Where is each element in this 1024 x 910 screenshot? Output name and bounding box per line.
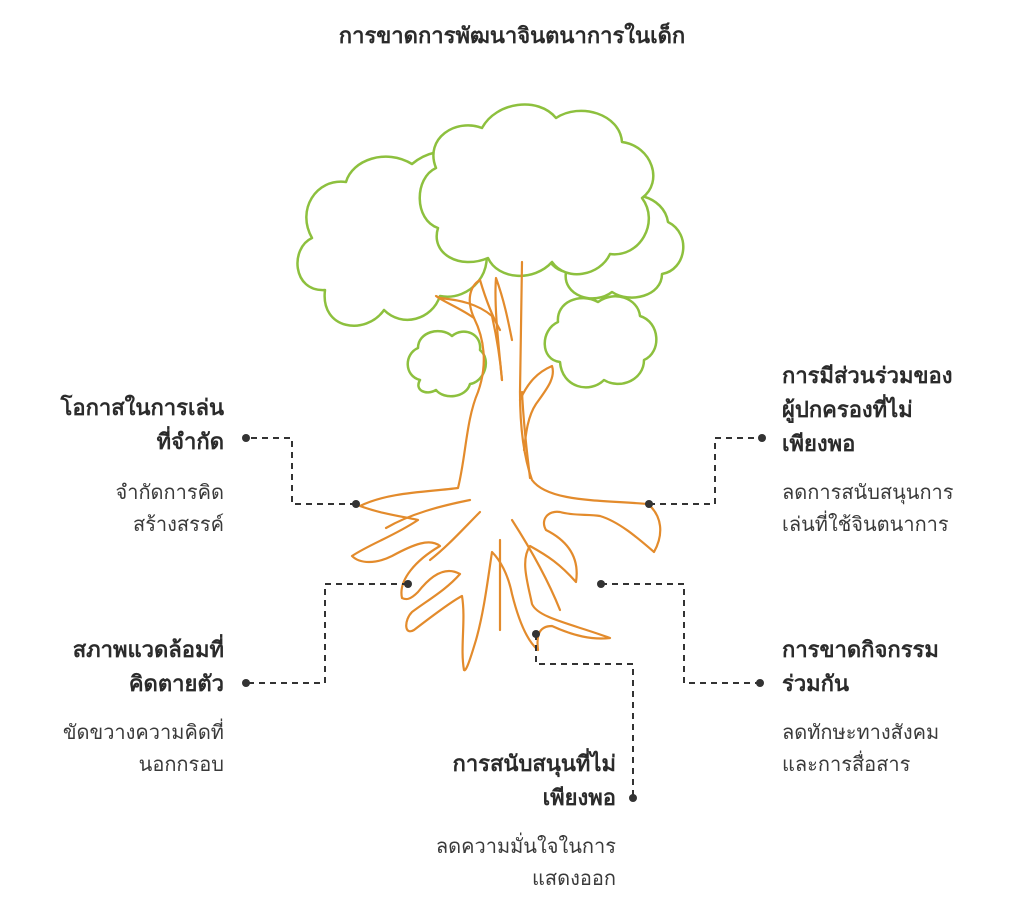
- dot-root-4: [645, 500, 653, 508]
- diagram-title: การขาดการพัฒนาจินตนาการในเด็ก: [338, 24, 686, 49]
- cause-desc-insufficient-support: ลดความมั่นใจในการ แสดงออก: [435, 834, 616, 890]
- tree-canopy: [296, 103, 685, 398]
- trunk: [350, 260, 662, 672]
- connector-lack-activities: [601, 583, 760, 684]
- root-strand-4: [510, 518, 562, 612]
- dot-root-1: [352, 500, 360, 508]
- canopy-mid-cloud: [543, 295, 658, 389]
- dot-label-3: [629, 794, 637, 802]
- cause-desc-lack-activities: ลดทักษะทางสังคม และการสื่อสาร: [782, 720, 940, 776]
- connectors: [246, 437, 762, 798]
- cause-desc-parent-involvement: ลดการสนับสนุนการ เล่นที่ใช้จินตนาการ: [782, 480, 954, 536]
- connector-limited-play: [246, 437, 356, 505]
- canopy-top-cloud: [418, 103, 655, 277]
- connector-parent-involvement: [649, 437, 762, 505]
- cause-label-parent-involvement: การมีส่วนร่วมของ ผู้ปกครองที่ไม่ เพียงพอ: [782, 364, 953, 457]
- dot-root-5: [597, 580, 605, 588]
- cause-desc-rigid-env: ขัดขวางความคิดที่ นอกกรอบ: [62, 720, 224, 776]
- connector-insufficient-support: [535, 634, 634, 798]
- cause-label-limited-play: โอกาสในการเล่น ที่จำกัด: [60, 396, 224, 455]
- cause-label-rigid-env: สภาพแวดล้อมที่ คิดตายตัว: [72, 638, 224, 697]
- canopy-small-cloud: [406, 329, 488, 398]
- branch-right: [518, 364, 554, 452]
- cause-label-insufficient-support: การสนับสนุนที่ไม่ เพียงพอ: [452, 752, 617, 811]
- dot-label-5: [756, 679, 764, 687]
- trunk-right-edge: [520, 390, 532, 480]
- branch-left: [468, 278, 502, 332]
- tree-roots: [350, 260, 662, 672]
- dot-label-2: [242, 679, 250, 687]
- dot-root-2: [404, 580, 412, 588]
- connector-rigid-env: [246, 583, 408, 684]
- cause-label-lack-activities: การขาดกิจกรรม ร่วมกัน: [782, 638, 939, 697]
- connector-dots: [242, 434, 766, 802]
- root-strand-2: [428, 510, 482, 562]
- dot-root-3: [532, 630, 540, 638]
- dot-label-4: [758, 434, 766, 442]
- branch-top: [494, 276, 514, 382]
- dot-label-1: [242, 434, 250, 442]
- cause-desc-limited-play: จำกัดการคิด สร้างสรรค์: [115, 480, 225, 536]
- root-strand-1: [384, 498, 472, 530]
